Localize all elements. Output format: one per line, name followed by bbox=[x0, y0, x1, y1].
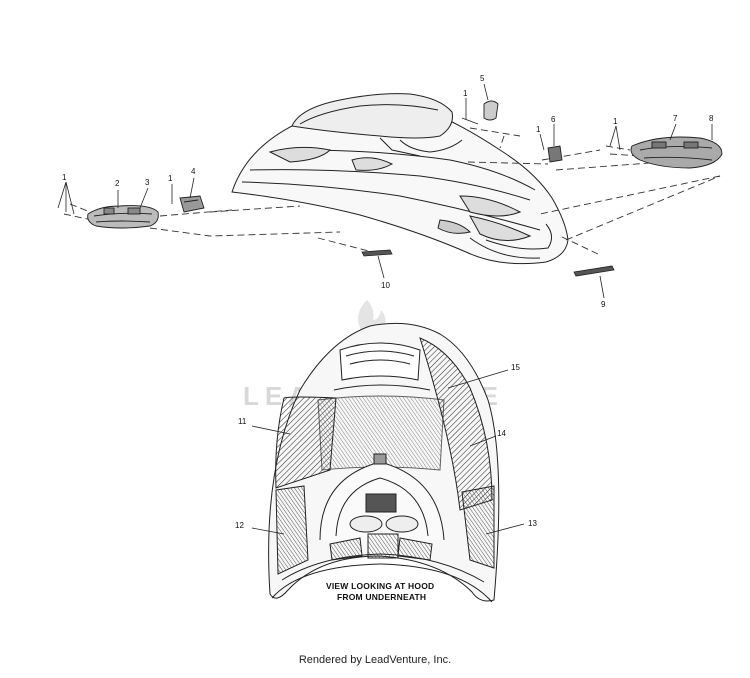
callout-2: 2 bbox=[115, 179, 120, 188]
caption-line-1: VIEW LOOKING AT HOOD bbox=[326, 581, 434, 591]
small-bracket-4 bbox=[179, 195, 205, 213]
callout-1c: 1 bbox=[463, 89, 468, 98]
callout-1b: 1 bbox=[168, 174, 173, 183]
decal-strip-10 bbox=[361, 249, 393, 257]
callout-1e: 1 bbox=[613, 117, 618, 126]
callout-14: 14 bbox=[497, 429, 506, 438]
callout-4: 4 bbox=[191, 167, 196, 176]
callout-5: 5 bbox=[480, 74, 485, 83]
callout-10: 10 bbox=[381, 281, 390, 290]
footer-credit: Rendered by LeadVenture, Inc. bbox=[298, 654, 452, 666]
callout-9: 9 bbox=[601, 300, 606, 309]
callout-7: 7 bbox=[673, 114, 678, 123]
callout-8: 8 bbox=[709, 114, 714, 123]
leader-lines bbox=[57, 83, 713, 299]
right-trim-piece bbox=[630, 136, 723, 169]
caption-line-2: FROM UNDERNEATH bbox=[337, 592, 426, 602]
small-bracket-6 bbox=[547, 145, 563, 163]
callout-12: 12 bbox=[235, 521, 244, 530]
callout-13: 13 bbox=[528, 519, 537, 528]
leader-lines-bottom bbox=[251, 369, 525, 535]
callout-3: 3 bbox=[145, 178, 150, 187]
left-trim-piece bbox=[87, 205, 159, 229]
hood-assembly bbox=[231, 93, 569, 265]
assembly-lines bbox=[63, 127, 721, 255]
callout-11: 11 bbox=[238, 417, 247, 426]
callout-1a: 1 bbox=[62, 173, 67, 182]
small-bracket-5 bbox=[461, 100, 499, 125]
callout-1d: 1 bbox=[536, 125, 541, 134]
hood-underside bbox=[268, 322, 500, 603]
callout-15: 15 bbox=[511, 363, 520, 372]
callout-6: 6 bbox=[551, 115, 556, 124]
decal-strip-9 bbox=[573, 265, 615, 277]
callouts: 1 2 3 1 4 1 5 1 6 1 7 8 9 10 11 12 13 14… bbox=[62, 74, 714, 530]
